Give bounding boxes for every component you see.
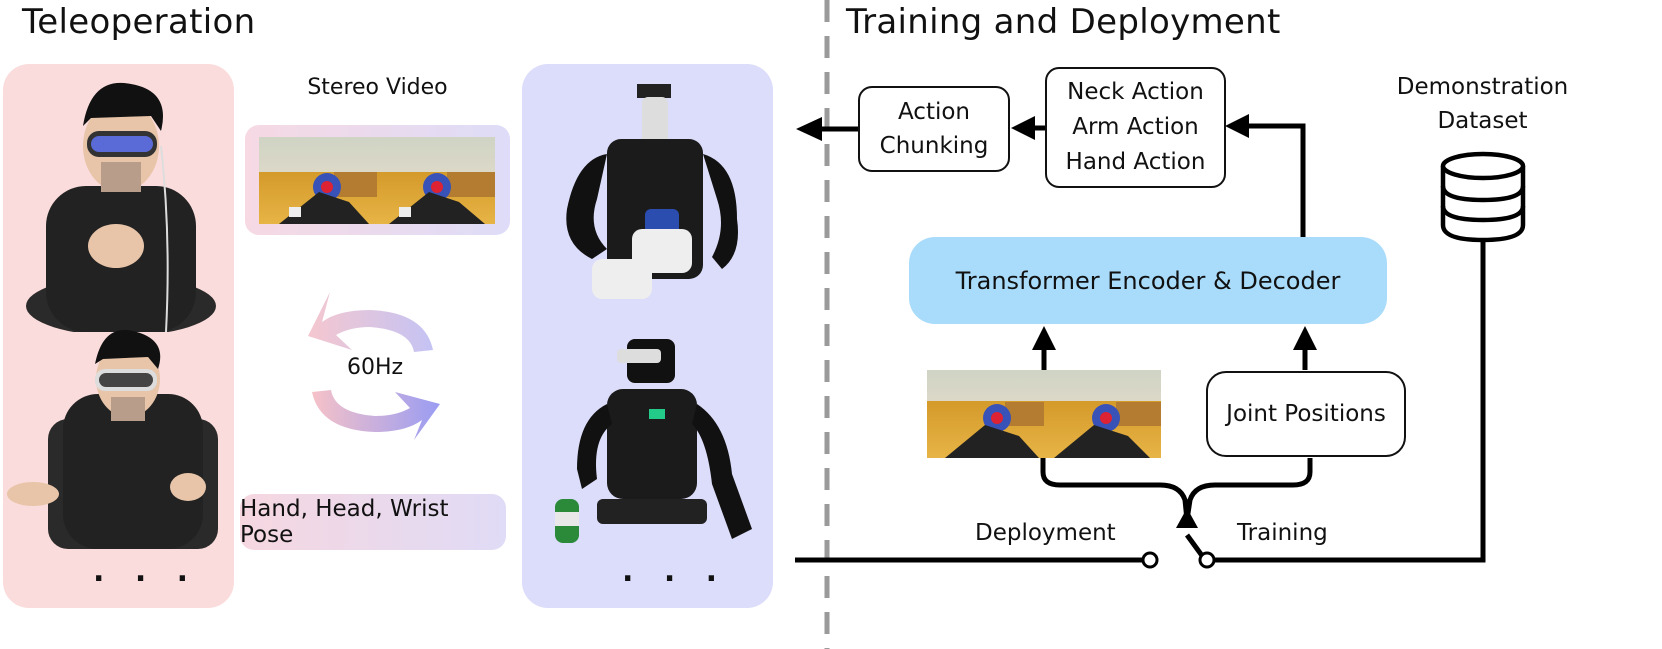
stereo-frame-left: [259, 137, 377, 224]
action-chunking-line-2: Chunking: [879, 133, 989, 159]
transformer-box: Transformer Encoder & Decoder: [909, 237, 1387, 324]
stereo-video-frame: [245, 125, 510, 235]
rate-label: 60Hz: [346, 355, 404, 380]
action-chunking-line-1: Action: [897, 99, 971, 125]
stereo-video-label: Stereo Video: [307, 75, 448, 100]
pose-label: Hand, Head, Wrist Pose: [240, 496, 449, 548]
arm-action-label: Arm Action: [1072, 114, 1199, 140]
joint-positions-box: Joint Positions: [1206, 371, 1406, 457]
robot-panel: . . .: [522, 64, 773, 608]
robot-photo-holding-can: [537, 79, 762, 309]
teleoperation-title: Teleoperation: [22, 2, 256, 42]
pose-label-pill: Hand, Head, Wrist Pose: [240, 494, 506, 550]
joint-positions-label: Joint Positions: [1226, 401, 1386, 427]
training-label: Training: [1237, 520, 1328, 546]
action-chunking-box: Action Chunking: [858, 86, 1010, 172]
training-title: Training and Deployment: [846, 2, 1281, 42]
actions-box: Neck Action Arm Action Hand Action: [1045, 67, 1226, 188]
operator-photo-vision-pro: [21, 76, 221, 332]
operator-ellipsis: . . .: [93, 554, 199, 589]
operator-panel: . . .: [3, 64, 234, 608]
dataset-label: Demonstration Dataset: [1390, 70, 1575, 138]
hand-action-label: Hand Action: [1065, 149, 1206, 175]
neck-action-label: Neck Action: [1067, 79, 1204, 105]
stereo-frame-right: [377, 137, 495, 224]
robot-ellipsis: . . .: [622, 554, 728, 589]
dataset-label-line-2: Dataset: [1437, 108, 1528, 134]
transformer-label: Transformer Encoder & Decoder: [955, 266, 1341, 295]
input-image-left: [927, 370, 1044, 458]
robot-photo-holding-bottle: [537, 329, 762, 554]
deployment-label: Deployment: [975, 520, 1116, 546]
input-image-right: [1044, 370, 1161, 458]
operator-photo-seated: [3, 329, 234, 549]
dataset-label-line-1: Demonstration: [1396, 74, 1569, 100]
